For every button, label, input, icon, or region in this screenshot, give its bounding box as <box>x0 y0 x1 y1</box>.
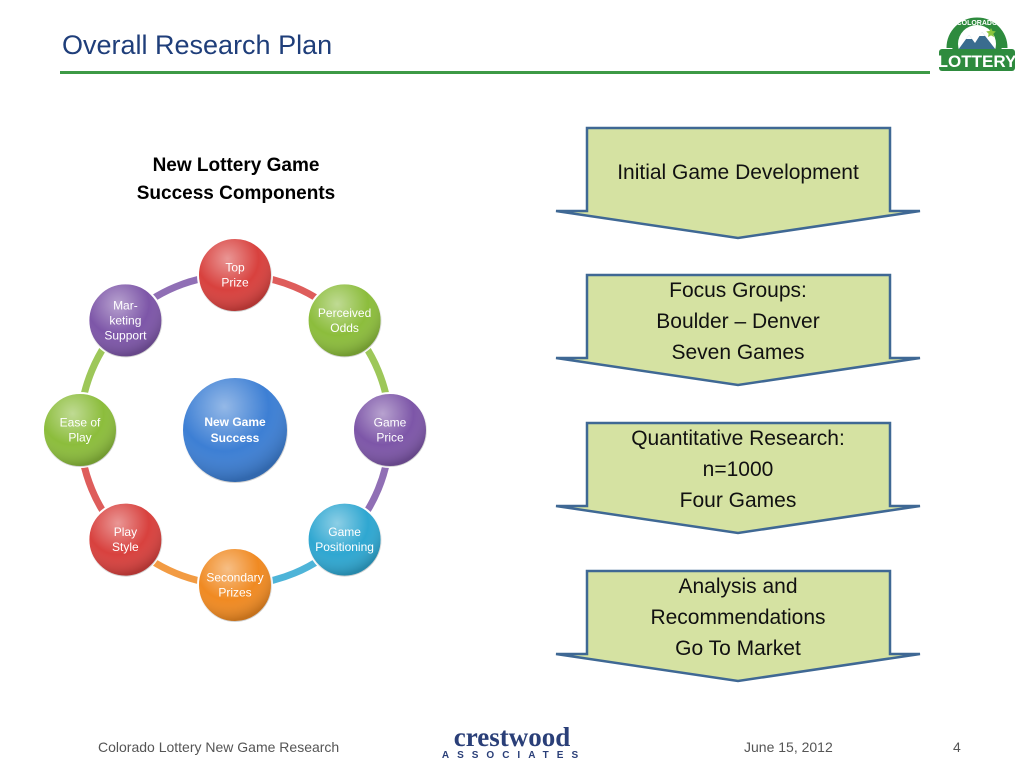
flow-step-arrow <box>555 569 921 683</box>
page-number: 4 <box>953 739 961 755</box>
node-label: Play <box>114 525 137 539</box>
node-label: Ease of <box>60 416 101 430</box>
flow-step-arrow <box>555 126 921 240</box>
flow-step-line: Four Games <box>679 488 797 512</box>
node-label: Price <box>376 431 404 445</box>
flow-step-line: Initial Game Development <box>617 160 859 184</box>
node-label: keting <box>109 313 141 327</box>
center-label: Success <box>211 431 260 445</box>
cycle-nodes: TopPrizePerceivedOddsGamePriceGamePositi… <box>42 237 428 623</box>
footer-text: Colorado Lottery New Game Research <box>98 739 340 755</box>
logo-top-text: COLORADO <box>957 20 998 27</box>
node-highlight <box>307 502 382 577</box>
center-label: New Game <box>204 415 266 429</box>
slide-title: Overall Research Plan <box>62 30 333 60</box>
node-highlight <box>307 283 382 358</box>
title-underline <box>60 71 930 74</box>
flow-step-line: Recommendations <box>650 605 826 629</box>
node-highlight <box>88 502 163 577</box>
node-label: Support <box>104 328 147 342</box>
node-highlight <box>198 238 272 312</box>
node-label: Odds <box>330 321 359 335</box>
node-label: Game <box>328 525 361 539</box>
flow-step-line: n=1000 <box>702 457 774 481</box>
flow-step-line: Boulder – Denver <box>656 309 820 333</box>
flow-step-arrow <box>555 421 921 535</box>
node-highlight <box>88 283 163 358</box>
node-label: Mar- <box>113 298 138 312</box>
logo-main-text: LOTTERY <box>938 52 1017 71</box>
brand-sub: ASSOCIATES <box>441 750 587 761</box>
diagram-heading-line2: Success Components <box>136 183 336 204</box>
node-label: Style <box>112 540 139 554</box>
flow-step-line: Go To Market <box>675 636 801 660</box>
node-label: Top <box>225 261 245 275</box>
flow-step-label: Initial Game Development <box>588 157 888 188</box>
research-flow <box>555 126 921 683</box>
node-highlight <box>353 393 427 467</box>
brand-name: crestwood <box>453 722 571 752</box>
node-label: Prize <box>221 276 249 290</box>
success-components-cycle: TopPrizePerceivedOddsGamePriceGamePositi… <box>42 237 428 623</box>
node-label: Play <box>68 431 91 445</box>
node-label: Positioning <box>315 540 374 554</box>
flow-step-line: Quantitative Research: <box>631 426 845 450</box>
center-highlight <box>182 377 288 483</box>
flow-step-arrow <box>555 273 921 387</box>
node-label: Secondary <box>206 571 263 585</box>
flow-step-line: Seven Games <box>671 340 805 364</box>
footer-date: June 15, 2012 <box>744 739 833 755</box>
crestwood-associates-logo: crestwood ASSOCIATES <box>436 722 596 764</box>
flow-step-line: Focus Groups: <box>669 278 807 302</box>
diagram-heading: New Lottery Game Success Components <box>106 152 366 208</box>
colorado-lottery-logo: COLORADO LOTTERY <box>938 16 1017 71</box>
node-label: Perceived <box>318 306 371 320</box>
node-label: Prizes <box>218 586 251 600</box>
node-highlight <box>198 548 272 622</box>
flow-step-line: Analysis and <box>678 574 798 598</box>
node-highlight <box>43 393 117 467</box>
diagram-heading-line1: New Lottery Game <box>152 155 320 176</box>
node-label: Game <box>374 416 407 430</box>
